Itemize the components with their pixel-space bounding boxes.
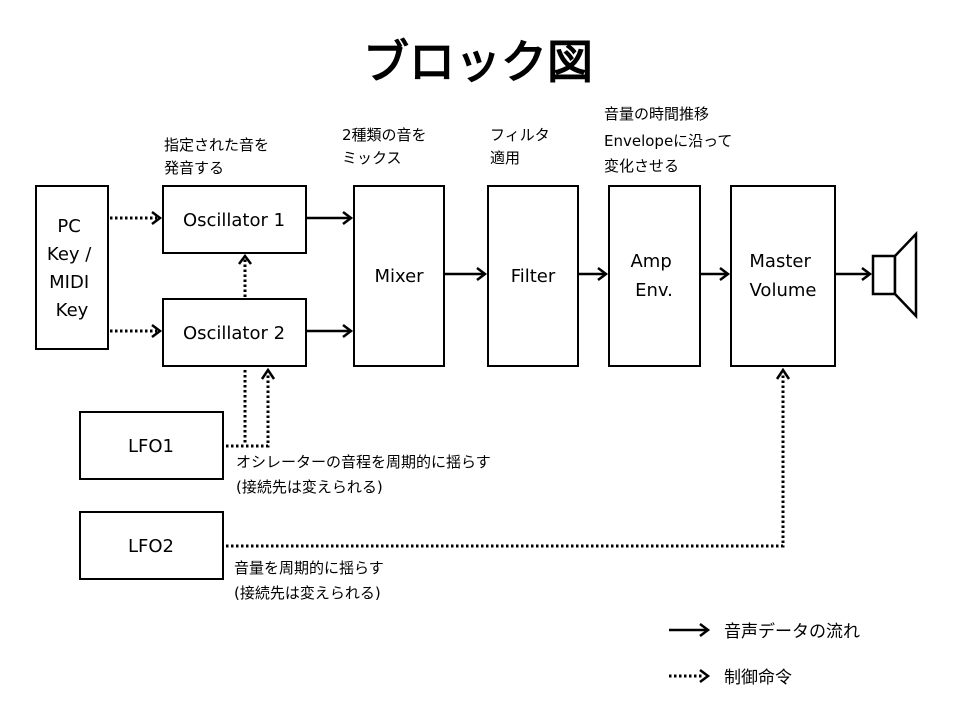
legend-solid-swatch <box>669 623 711 637</box>
pc-key-block: PC Key / MIDI Key <box>35 185 109 350</box>
lfo1-label: LFO1 <box>128 436 174 457</box>
mixer-block: Mixer <box>353 185 445 367</box>
amp-note-line-3: 変化させる <box>604 157 679 175</box>
amp-note: 音量の時間推移 Envelopeに沿って 変化させる <box>604 105 737 175</box>
osc-note: 指定された音を 発音する <box>164 136 274 177</box>
svg-text:PC Key / MIDI: PC Key / MIDI Key <box>47 216 97 321</box>
mixer-label: Mixer <box>374 266 424 287</box>
master-volume-line-1: Master <box>749 251 811 272</box>
amp-env-line-1: Amp <box>630 251 671 272</box>
legend-dotted-swatch <box>669 669 711 683</box>
arrow-key-to-osc1 <box>110 211 163 225</box>
arrow-osc2-to-mixer <box>306 324 354 338</box>
amp-env-block: Amp Env. <box>608 185 701 367</box>
amp-note-line-2: Envelopeに沿って <box>604 132 732 150</box>
arrow-key-to-osc2 <box>110 324 163 338</box>
pc-key-line-4: Key <box>56 300 89 321</box>
osc-note-line-2: 発音する <box>164 159 224 177</box>
page-title: ブロック図 <box>363 35 593 89</box>
lfo2-note: 音量を周期的に揺らす (接続先は変えられる) <box>234 559 388 602</box>
osc-note-line-1: 指定された音を <box>164 136 269 154</box>
arrow-osc1-to-mixer <box>306 211 354 225</box>
master-volume-line-2: Volume <box>750 280 817 301</box>
amp-note-line-1: 音量の時間推移 <box>604 105 709 123</box>
mixer-note-line-2: ミックス <box>342 149 402 167</box>
oscillator-1-block: Oscillator 1 <box>162 185 307 254</box>
arrow-mixer-to-filter <box>444 267 488 281</box>
arrow-lfo1-to-osc2 <box>226 367 276 448</box>
filter-note: フィルタ 適用 <box>490 126 554 167</box>
arrow-amp-to-master <box>700 267 731 281</box>
legend: 音声データの流れ 制御命令 <box>669 621 860 688</box>
arrow-filter-to-amp <box>578 267 609 281</box>
filter-note-line-1: フィルタ <box>490 126 550 144</box>
lfo1-note: オシレーターの音程を周期的に揺らす (接続先は変えられる) <box>236 453 495 496</box>
audio-flow-arrows <box>306 211 873 338</box>
oscillator-2-label: Oscillator 2 <box>183 323 285 344</box>
lfo1-block: LFO1 <box>79 411 224 480</box>
amp-env-line-2: Env. <box>635 280 673 301</box>
arrow-osc2-to-osc1 <box>238 253 252 297</box>
lfo2-note-line-1: 音量を周期的に揺らす <box>234 559 384 577</box>
filter-label: Filter <box>511 266 556 287</box>
svg-text:Amp Env.: Amp Env. <box>630 251 677 301</box>
arrow-master-to-speaker <box>835 267 873 281</box>
lfo2-block: LFO2 <box>79 511 224 580</box>
lfo1-note-line-1: オシレーターの音程を周期的に揺らす <box>236 453 491 471</box>
oscillator-1-label: Oscillator 1 <box>183 210 285 231</box>
lfo2-label: LFO2 <box>128 536 174 557</box>
pc-key-line-1: PC <box>57 216 80 237</box>
legend-dotted-label: 制御命令 <box>724 668 792 688</box>
control-arrows <box>110 211 791 548</box>
filter-note-line-2: 適用 <box>490 149 520 167</box>
master-volume-block: Master Volume <box>730 185 836 367</box>
svg-text:Master Volume: Master Volume <box>749 251 816 301</box>
legend-solid-label: 音声データの流れ <box>724 621 860 642</box>
speaker-icon <box>871 230 918 320</box>
mixer-note: 2種類の音を ミックス <box>342 126 431 167</box>
lfo1-note-line-2: (接続先は変えられる) <box>236 478 383 496</box>
filter-block: Filter <box>487 185 579 367</box>
pc-key-line-3: MIDI <box>49 272 89 293</box>
pc-key-line-2: Key / <box>47 244 92 265</box>
lfo2-note-line-2: (接続先は変えられる) <box>234 584 381 602</box>
mixer-note-line-1: 2種類の音を <box>342 126 427 144</box>
oscillator-2-block: Oscillator 2 <box>162 298 307 367</box>
arrow-lfo2-to-master <box>226 367 791 548</box>
